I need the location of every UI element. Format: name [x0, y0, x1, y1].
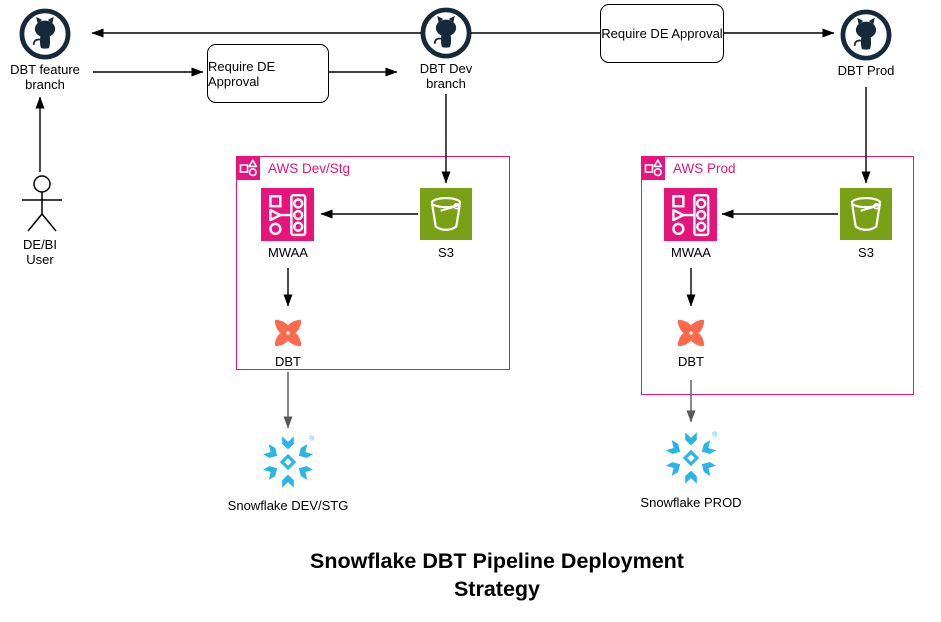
- github-icon: [420, 7, 472, 59]
- s3-icon: [420, 188, 472, 240]
- node-dbt-tool-dev: [267, 312, 309, 359]
- aws-group-title: AWS Prod: [673, 161, 736, 176]
- node-label: DE/BI User: [23, 237, 57, 267]
- user-stick-figure-icon: [22, 175, 62, 232]
- node-snowflake-prod: ®: [662, 428, 720, 493]
- approval-gate-1: Require DE Approval: [207, 44, 329, 103]
- node-s3-prod: [840, 188, 892, 245]
- aws-group-dev-stg: AWS Dev/Stg: [236, 156, 510, 370]
- mwaa-icon: [261, 188, 314, 241]
- service-label: DBT: [678, 354, 704, 369]
- aws-group-icon: [641, 156, 665, 180]
- github-icon: [840, 9, 892, 61]
- gate-label: Require DE Approval: [601, 26, 723, 41]
- service-label: S3: [438, 245, 454, 260]
- github-icon: [19, 8, 71, 60]
- dbt-icon: [274, 319, 302, 347]
- snowflake-icon: ®: [665, 431, 717, 484]
- node-dbt-tool-prod: [670, 312, 712, 359]
- gate-label: Require DE Approval: [208, 58, 276, 89]
- node-label: DBT Prod: [837, 63, 895, 78]
- dbt-icon: [677, 319, 705, 347]
- service-label: MWAA: [268, 245, 308, 260]
- node-dbt-prod: DBT Prod: [811, 8, 921, 79]
- service-label: MWAA: [671, 245, 711, 260]
- approval-gate-2: Require DE Approval: [600, 4, 724, 63]
- service-label: DBT: [275, 354, 301, 369]
- node-label: Snowflake PROD: [640, 495, 742, 510]
- node-dbt-feature-branch: DBT feature branch: [0, 7, 100, 93]
- node-mwaa-dev: [261, 188, 314, 246]
- node-mwaa-prod: [664, 188, 717, 246]
- mwaa-icon: [664, 188, 717, 241]
- node-snowflake-dev: ®: [259, 432, 317, 497]
- svg-text:®: ®: [309, 435, 314, 443]
- aws-group-prod: AWS Prod: [641, 156, 914, 395]
- snowflake-icon: ®: [262, 435, 314, 488]
- s3-icon: [840, 188, 892, 240]
- node-label: DBT Dev branch: [419, 61, 473, 91]
- diagram-title: Snowflake DBT Pipeline Deployment Strate…: [310, 549, 684, 601]
- node-label: DBT feature branch: [10, 62, 80, 92]
- node-de-bi-user: DE/BI User: [10, 174, 70, 268]
- aws-group-title: AWS Dev/Stg: [268, 161, 351, 176]
- node-s3-dev: [420, 188, 472, 245]
- node-dbt-dev-branch: DBT Dev branch: [391, 6, 501, 92]
- svg-text:®: ®: [712, 431, 717, 439]
- service-label: S3: [858, 245, 874, 260]
- aws-group-icon: [236, 156, 260, 180]
- node-label: Snowflake DEV/STG: [227, 498, 349, 513]
